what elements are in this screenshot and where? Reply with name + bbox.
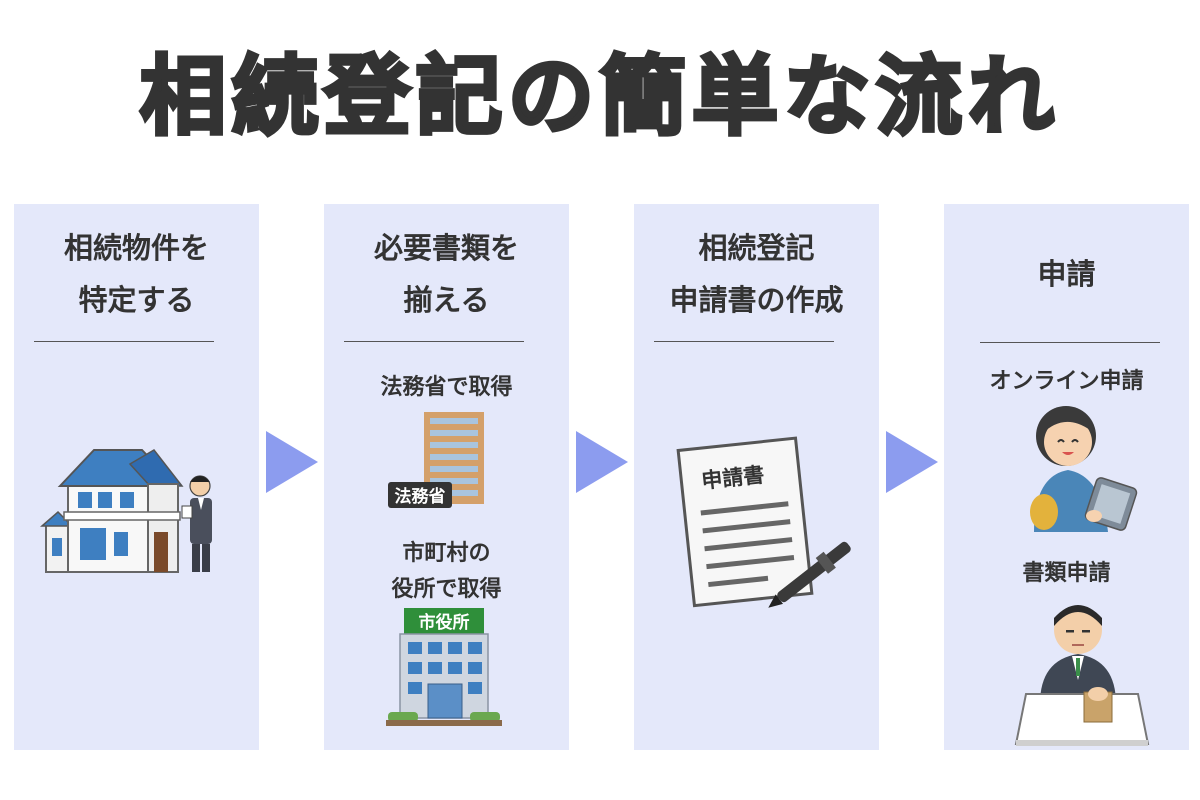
step-4-panel: 申請 オンライン申請 書類申請 [944, 204, 1189, 750]
step-1-heading: 相続物件を 特定する [63, 231, 209, 317]
step-2-panel: 必要書類を 揃える 法務省で取得 法務省 市町村の 役所で取得 市役所 [324, 204, 569, 750]
city-office-building-illustration: 市役所 [386, 608, 502, 726]
step-2-divider [344, 341, 524, 342]
step-4-divider [980, 342, 1160, 343]
woman-with-tablet-illustration [1030, 406, 1138, 532]
arrow-right-icon [576, 431, 628, 493]
ministry-label: 法務省で取得 [380, 375, 513, 400]
city-office-label: 市町村の 役所で取得 [391, 541, 502, 602]
step-3-divider [654, 341, 834, 342]
step-3-heading: 相続登記 申請書の作成 [669, 231, 844, 317]
city-office-sign: 市役所 [419, 612, 470, 633]
step-1-divider [34, 341, 214, 342]
application-document-illustration: 申請書 [676, 436, 851, 608]
online-application-label: オンライン申請 [989, 369, 1144, 394]
step-3-panel: 相続登記 申請書の作成 申請書 [634, 204, 879, 750]
house-with-man-illustration [40, 449, 212, 573]
step-1-panel: 相続物件を 特定する [14, 204, 259, 750]
step-2-heading: 必要書類を 揃える [373, 231, 519, 317]
page-title: 相続登記の簡単な流れ [138, 45, 1060, 149]
pen-icon [768, 541, 851, 608]
ministry-building-illustration: 法務省 [388, 412, 484, 508]
ministry-sign: 法務省 [395, 486, 446, 507]
arrow-right-icon [266, 431, 318, 493]
man-at-counter-illustration [1014, 605, 1150, 746]
arrow-right-icon [886, 431, 938, 493]
paper-application-label: 書類申請 [1022, 561, 1111, 586]
step-4-heading: 申請 [1037, 257, 1096, 291]
